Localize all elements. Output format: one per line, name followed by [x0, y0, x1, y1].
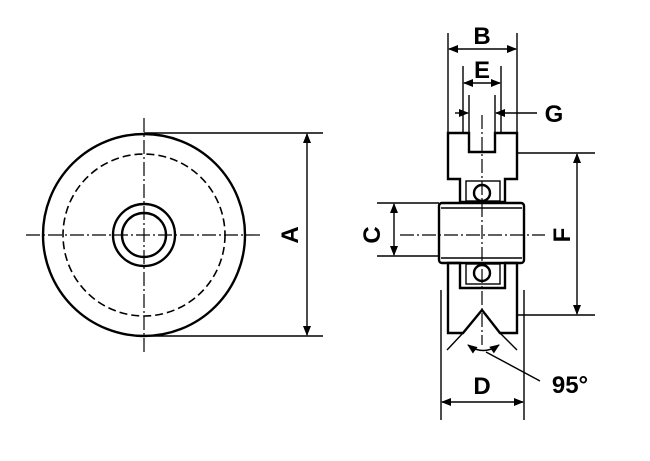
front-view: A [26, 118, 323, 355]
angle-ext-right [499, 332, 518, 351]
angle-label: 95° [552, 372, 588, 399]
dim-b-label: B [473, 23, 490, 50]
dim-d-label: D [473, 373, 490, 400]
dim-c-label: C [359, 226, 386, 243]
angle-leader [485, 351, 541, 382]
dim-g-label: G [545, 101, 564, 128]
angle-ext-left [446, 332, 464, 351]
angle-arc [467, 344, 500, 354]
wheel-body-lower [446, 261, 519, 335]
dim-f-label: F [549, 228, 576, 243]
section-view: B E G F C D 95° [359, 23, 595, 420]
dim-a-label: A [277, 226, 304, 243]
wheel-body-upper [446, 131, 519, 204]
dim-e-label: E [474, 57, 490, 84]
